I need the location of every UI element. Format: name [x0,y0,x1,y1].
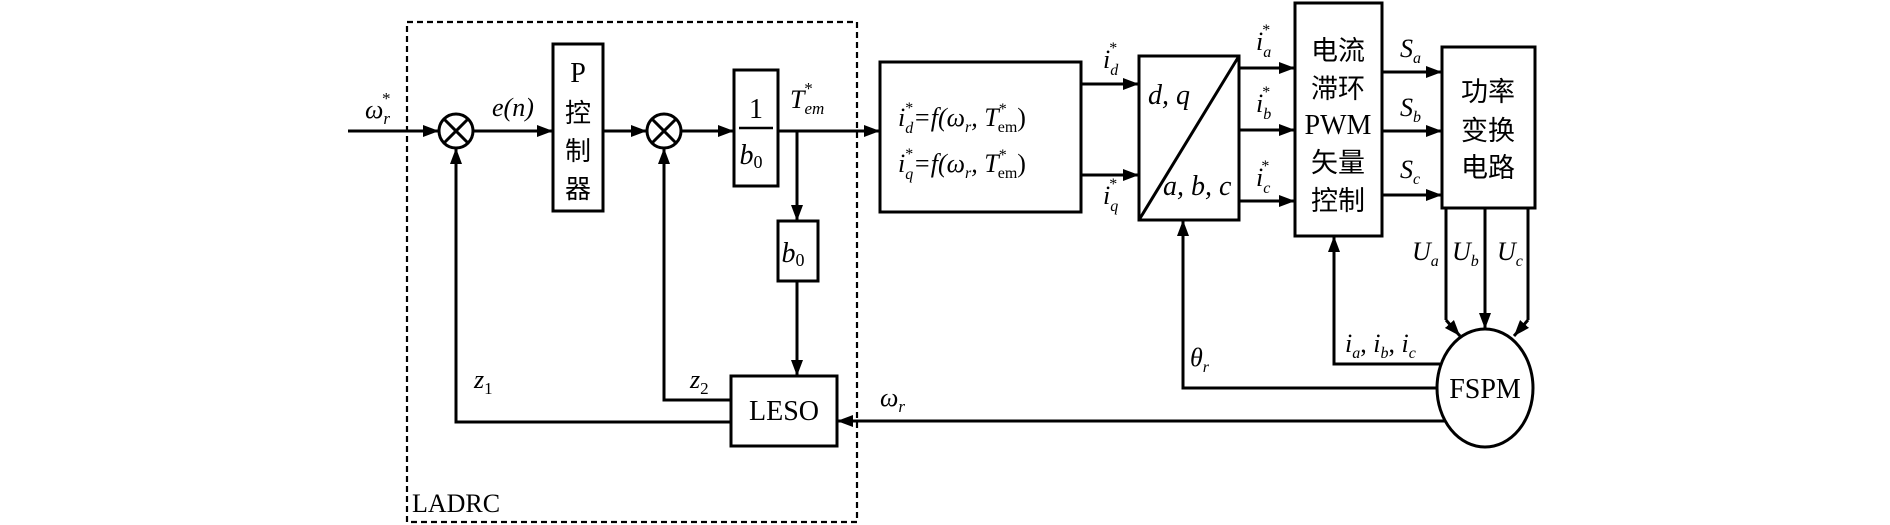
ic-ref-label: ic* [1256,158,1270,197]
dq-abc-transform-block: d, q a, b, c [1137,54,1241,222]
ua-arrow-tip [1444,319,1462,337]
uc-label: Uc [1497,237,1523,270]
z2-feedback-line [658,148,731,402]
svg-text:矢量: 矢量 [1311,148,1365,179]
svg-text:d, q: d, q [1148,80,1190,111]
ladrc-label: LADRC [412,489,500,518]
svg-text:功率: 功率 [1461,77,1515,108]
p-controller-block: P 控 制 器 [551,42,605,213]
svg-text:a, b, c: a, b, c [1163,171,1232,202]
ib-ref-label: ib* [1256,84,1271,123]
phase-current-label: ia, ib, ic [1345,329,1416,362]
z1-label: z1 [473,365,493,398]
svg-text:电路: 电路 [1461,153,1515,184]
svg-text:变换: 变换 [1461,116,1515,147]
svg-text:LESO: LESO [749,396,819,427]
power-conversion-block: 功率 变换 电路 [1440,45,1537,210]
id-ref-label: id* [1103,40,1119,79]
phase-current-feedback-line [1328,236,1440,366]
svg-text:滞环: 滞环 [1311,74,1365,105]
theta-label: θr [1190,343,1210,376]
fspm-motor: FSPM [1435,327,1535,449]
speed-feedback-label: ωr [880,383,905,416]
z1-feedback-line [450,148,731,424]
svg-text:ωr*: ωr* [365,89,390,128]
uc-arrow-tip [1512,319,1530,337]
svg-text:Tem*: Tem* [790,79,824,118]
z2-label: z2 [689,365,709,398]
svg-text:控制: 控制 [1311,186,1365,217]
input-signal-label: ωr* [365,89,390,128]
svg-text:制: 制 [565,137,591,167]
torque-ref-label: Tem* [790,79,824,118]
leso-block: LESO [729,374,839,448]
svg-text:电流: 电流 [1311,36,1365,67]
svg-text:控: 控 [565,99,591,129]
inverse-gain-block: 1 b0 [732,68,780,188]
current-control-block: 电流 滞环 PWM 矢量 控制 [1293,1,1384,238]
sc-label: Sc [1400,155,1420,188]
ub-label: Ub [1452,237,1479,270]
sa-label: Sa [1400,34,1421,67]
summing-junction-1 [437,112,475,150]
svg-text:b0: b0 [782,238,805,270]
svg-text:PWM: PWM [1305,110,1372,141]
ladrc-group-border [405,20,859,524]
summing-junction-2 [645,112,683,150]
sb-label: Sb [1400,93,1421,126]
theta-feedback-line [1177,220,1438,390]
svg-text:FSPM: FSPM [1449,374,1521,405]
svg-text:id*=f(ωr, T*em): id*=f(ωr, T*em) [898,100,1026,137]
current-ref-block: id*=f(ωr, T*em) iq*=f(ωr, T*em) [878,60,1083,214]
svg-text:1: 1 [749,94,763,125]
svg-text:iq*=f(ωr, T*em): iq*=f(ωr, T*em) [898,146,1026,183]
iq-ref-label: iq* [1103,176,1118,215]
svg-text:P: P [570,58,586,89]
svg-text:b0: b0 [740,140,763,172]
b0-block: b0 [776,219,820,283]
ia-ref-label: ia* [1256,22,1271,61]
ua-label: Ua [1412,237,1439,270]
error-signal-label: e(n) [492,93,534,122]
svg-text:器: 器 [565,175,591,205]
